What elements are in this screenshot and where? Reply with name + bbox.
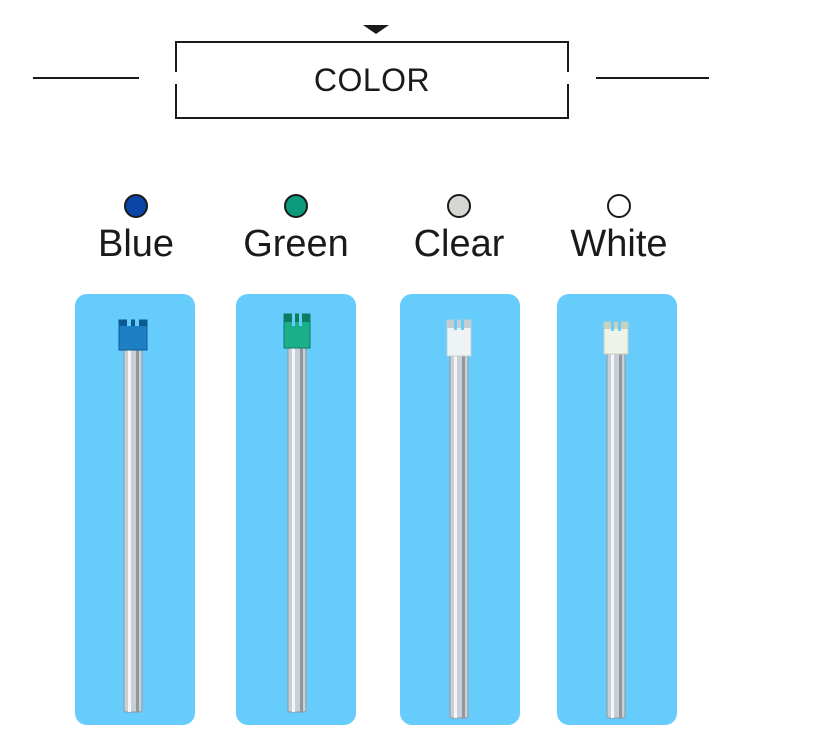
- triangle-down-icon: [363, 25, 389, 34]
- header-rule-right: [596, 77, 709, 79]
- product-card-white: [557, 294, 677, 725]
- color-dot-white: [607, 194, 631, 218]
- color-dot-clear: [447, 194, 471, 218]
- swatch-green: Green: [196, 194, 396, 266]
- color-dot-blue: [124, 194, 148, 218]
- color-label-white: White: [570, 223, 668, 265]
- color-label-blue: Blue: [97, 223, 175, 265]
- frame-gap-left: [172, 72, 178, 84]
- color-dot-green: [284, 194, 308, 218]
- color-label-clear: Clear: [413, 223, 505, 265]
- product-card-blue: [75, 294, 195, 725]
- section-title: COLOR: [313, 61, 431, 98]
- frame-gap-right: [564, 72, 570, 84]
- header-rule-left: [33, 77, 139, 79]
- saliva-ejector-tip-white-image: [603, 319, 629, 719]
- saliva-ejector-tip-clear-image: [446, 318, 472, 719]
- color-label-green: Green: [243, 223, 349, 265]
- swatch-white: White: [519, 194, 719, 266]
- product-card-clear: [400, 294, 520, 725]
- saliva-ejector-tip-green-image: [283, 312, 311, 713]
- product-card-green: [236, 294, 356, 725]
- swatch-blue: Blue: [36, 194, 236, 266]
- swatch-clear: Clear: [359, 194, 559, 266]
- saliva-ejector-tip-blue-image: [118, 316, 148, 713]
